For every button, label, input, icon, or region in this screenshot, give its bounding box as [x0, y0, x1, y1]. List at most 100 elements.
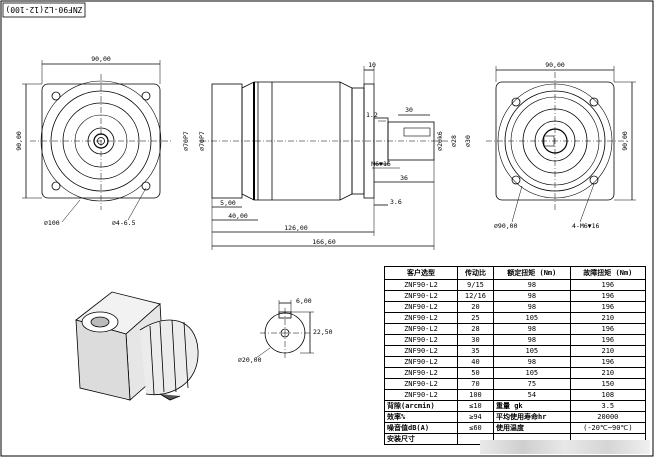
footer-key: 重量 gk: [492, 400, 571, 412]
table-cell: 28: [456, 323, 494, 335]
mount-hole-tl: [51, 91, 61, 101]
rear-holes-dim: 4-M6▼16: [572, 222, 599, 230]
side-1-2-dim: 1.2: [366, 111, 378, 119]
table-cell: 70: [456, 378, 494, 390]
side-126-dim: 126,00: [284, 224, 308, 232]
title-block: ZNF90-L2(12-100): [2, 2, 86, 18]
table-cell: 98: [492, 334, 571, 346]
footer-value: ≥94: [456, 411, 494, 423]
side-view: [200, 66, 448, 250]
table-cell: 98: [492, 279, 571, 291]
table-cell: 98: [492, 356, 571, 368]
table-cell: 98: [492, 290, 571, 302]
footer-value: 20000: [569, 411, 647, 423]
front-view: [22, 60, 172, 223]
table-cell: ZNF90-L2: [384, 290, 458, 302]
table-cell: 50: [456, 367, 494, 379]
footer-key: 背隙(arcmin): [384, 400, 458, 412]
rear-height-dim: 90,00: [621, 131, 629, 151]
table-cell: 150: [569, 378, 647, 390]
isometric-view: [75, 291, 199, 401]
footer-value: (-20℃~90℃): [569, 422, 647, 434]
side-166-dim: 166,60: [312, 238, 336, 246]
table-cell: 105: [492, 345, 571, 357]
side-dia70a-dim: ⌀70P7: [182, 131, 190, 151]
footer-key: 平均使用寿命hr: [492, 411, 571, 423]
table-cell: 35: [456, 345, 494, 357]
side-dia28-dim: ⌀28: [450, 135, 458, 147]
mount-hole-tr: [141, 91, 151, 101]
side-dia30-dim: ⌀30: [464, 135, 472, 147]
table-cell: 40: [456, 356, 494, 368]
table-cell: ZNF90-L2: [384, 345, 458, 357]
side-dia20-dim: ⌀20k6: [436, 131, 444, 151]
rear-pcd-dim: ⌀90,00: [494, 222, 518, 230]
table-cell: 210: [569, 367, 647, 379]
table-cell: ZNF90-L2: [384, 389, 458, 401]
side-5-dim: 5,00: [220, 199, 236, 207]
table-cell: ZNF90-L2: [384, 367, 458, 379]
table-cell: ZNF90-L2: [384, 312, 458, 324]
table-cell: 210: [569, 345, 647, 357]
table-cell: 100: [456, 389, 494, 401]
table-cell: ZNF90-L2: [384, 334, 458, 346]
footer-value: ≤60: [456, 422, 494, 434]
header-ratio: 传动比: [456, 266, 494, 280]
table-cell: 108: [569, 389, 647, 401]
table-cell: 75: [492, 378, 571, 390]
table-cell: 25: [456, 312, 494, 324]
spec-header-row: 客户选型 传动比 额定扭矩 (Nm) 故障扭矩 (Nm): [384, 266, 647, 280]
table-cell: 9/15: [456, 279, 494, 291]
table-cell: ZNF90-L2: [384, 279, 458, 291]
drawing-title: ZNF90-L2(12-100): [5, 5, 82, 14]
table-cell: 98: [492, 301, 571, 313]
shaft-key-detail: [255, 300, 314, 359]
table-cell: 105: [492, 367, 571, 379]
table-cell: ZNF90-L2: [384, 378, 458, 390]
table-cell: 196: [569, 356, 647, 368]
table-cell: 12/16: [456, 290, 494, 302]
header-fault-torque: 故障扭矩 (Nm): [569, 266, 647, 280]
table-cell: 196: [569, 290, 647, 302]
table-cell: 196: [569, 323, 647, 335]
table-cell: 196: [569, 334, 647, 346]
table-cell: 98: [492, 323, 571, 335]
footer-key: 安装尺寸: [384, 433, 458, 445]
table-cell: 54: [492, 389, 571, 401]
table-cell: 210: [569, 312, 647, 324]
table-cell: 196: [569, 279, 647, 291]
side-dia70b-dim: ⌀70P7: [198, 131, 206, 151]
table-cell: 30: [456, 334, 494, 346]
rear-view: [486, 66, 636, 223]
front-pilot-dim: ⌀100: [44, 219, 60, 227]
side-3-6-dim: 3.6: [390, 198, 402, 206]
footer-key: 噪音值dB(A): [384, 422, 458, 434]
header-rated-torque: 额定扭矩 (Nm): [492, 266, 571, 280]
side-shaft-30-dim: 30: [405, 106, 413, 114]
rear-flange-outline: [495, 81, 615, 201]
footer-value: 3.5: [569, 400, 647, 412]
front-width-dim: 90,00: [91, 55, 111, 63]
table-cell: 20: [456, 301, 494, 313]
shaft-dia-dim: ⌀20,00: [238, 356, 262, 364]
footer-key: 使用温度: [492, 422, 571, 434]
mount-hole-bl: [51, 181, 61, 191]
side-thread-dim: M6▼16: [371, 160, 391, 168]
side-flange-thk-dim: 10: [368, 61, 376, 69]
